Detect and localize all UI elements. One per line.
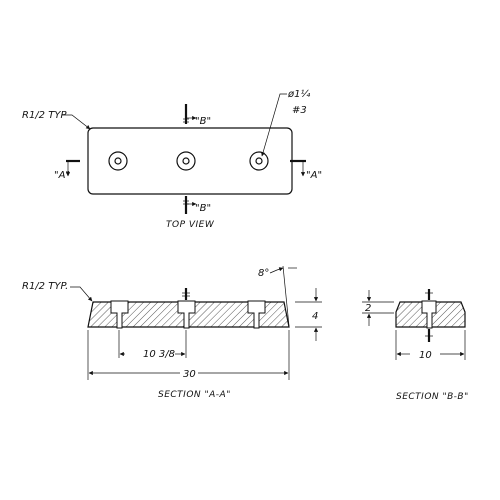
top-view-hole-1 xyxy=(108,151,128,171)
section-a-hole-spacing: 10 3/8 xyxy=(143,349,175,360)
top-view: "A" "A" "B" "B" R1/2 TYP ø1¼ #3 TOP VIEW xyxy=(22,88,322,230)
section-a-hole-2 xyxy=(177,300,196,329)
section-a-radius-leader xyxy=(70,286,93,302)
top-view-hole-2 xyxy=(176,151,196,171)
top-view-caption: TOP VIEW xyxy=(166,220,215,230)
top-radius-note: R1/2 TYP xyxy=(22,110,67,121)
section-a-angle: 8° xyxy=(258,268,269,279)
section-a-right-label: "A" xyxy=(306,170,322,181)
top-view-plate-outline xyxy=(87,127,293,195)
hole-count-note: #3 xyxy=(292,105,307,116)
section-a-radius-note: R1/2 TYP. xyxy=(22,281,68,292)
section-b-view: 2 10 SECTION "B-B" xyxy=(362,289,469,402)
section-b-hole xyxy=(421,300,437,329)
section-a-length: 30 xyxy=(183,369,196,380)
section-b-top-label: "B" xyxy=(195,116,211,127)
section-a-left-label: "A" xyxy=(54,170,70,181)
section-a-caption: SECTION "A-A" xyxy=(158,390,231,400)
section-b-bottom-label: "B" xyxy=(195,203,211,214)
top-view-hole-3 xyxy=(249,151,269,171)
section-b-width: 10 xyxy=(419,350,432,361)
section-a-hole-1 xyxy=(110,300,129,329)
section-b-depth: 2 xyxy=(365,303,371,314)
hole-diameter-note: ø1¼ xyxy=(287,88,310,100)
hole-callout-leader xyxy=(261,93,287,157)
section-a-hole-3 xyxy=(247,300,266,329)
section-b-caption: SECTION "B-B" xyxy=(396,392,469,402)
section-a-view: R1/2 TYP. 8° 4 10 3/8 30 SECTION "A-A" xyxy=(22,265,322,400)
section-a-height: 4 xyxy=(312,311,318,322)
top-radius-leader xyxy=(62,114,91,130)
